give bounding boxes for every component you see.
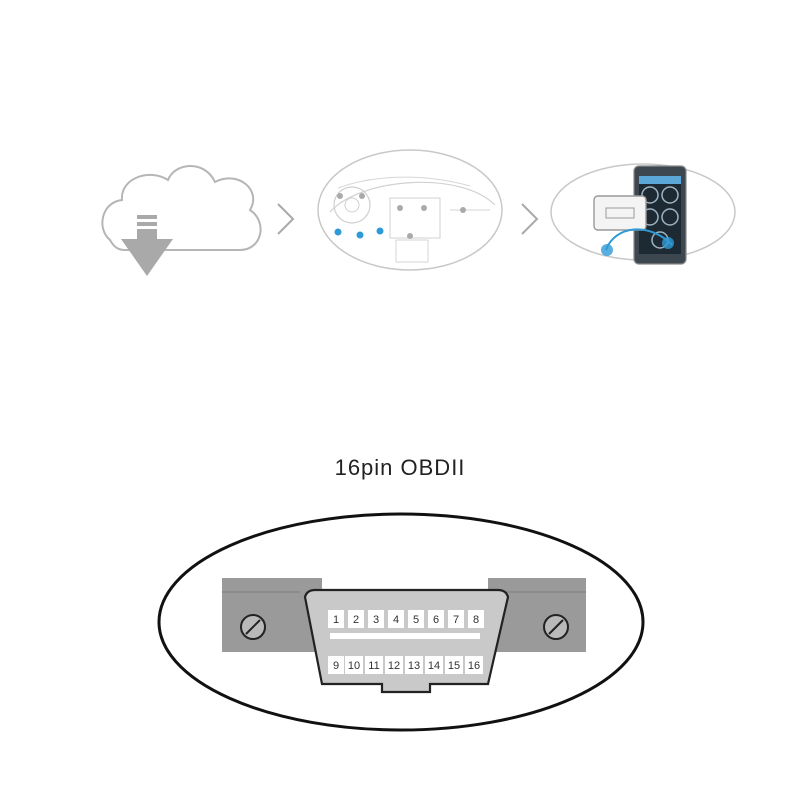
phone-obd-adapter-icon [550, 163, 736, 265]
pin-label: 10 [348, 660, 360, 672]
pin-label: 4 [393, 614, 399, 626]
pin-box [328, 610, 344, 628]
pin-label: 1 [333, 614, 339, 626]
pin-box [368, 610, 384, 628]
bottom-pin-row: 9 10 11 12 13 14 15 16 [328, 656, 483, 674]
pin-label: 2 [353, 614, 359, 626]
pin-label: 5 [413, 614, 419, 626]
pin-label: 7 [453, 614, 459, 626]
pin-label: 6 [433, 614, 439, 626]
pin-label: 8 [473, 614, 479, 626]
pin-label: 12 [388, 660, 400, 672]
pin-label: 15 [448, 660, 460, 672]
pin-box [448, 610, 464, 628]
pin-box [465, 656, 483, 674]
right-screw-icon [543, 614, 569, 640]
top-pin-row: 1 2 3 4 5 6 7 8 [328, 610, 484, 628]
chevron-right-icon [521, 203, 539, 235]
pin-label: 9 [333, 660, 339, 672]
pin-label: 13 [408, 660, 420, 672]
obd2-connector-diagram: 1 2 3 4 5 6 7 8 9 10 11 12 13 14 15 16 [157, 512, 645, 732]
pin-box [328, 656, 344, 674]
pin-box [408, 610, 424, 628]
setup-steps-illustration [101, 149, 736, 276]
pin-box [428, 610, 444, 628]
car-dashboard-icon [317, 149, 503, 271]
pin-box [365, 656, 383, 674]
cloud-download-icon [101, 165, 262, 276]
pin-label: 16 [468, 660, 480, 672]
connector-title: 16pin OBDII [334, 455, 466, 480]
pin-box [405, 656, 423, 674]
pin-label: 14 [428, 660, 440, 672]
connector-body [303, 588, 510, 694]
left-screw-icon [240, 614, 266, 640]
pin-label: 11 [368, 660, 379, 672]
pin-row-divider [330, 633, 480, 639]
pin-box [425, 656, 443, 674]
pin-label: 3 [373, 614, 379, 626]
pin-box [345, 656, 363, 674]
pin-box [385, 656, 403, 674]
chevron-right-icon [277, 203, 295, 235]
pin-box [348, 610, 364, 628]
pin-box [468, 610, 484, 628]
pin-box [388, 610, 404, 628]
connector-outline-ellipse [157, 512, 645, 732]
pin-box [445, 656, 463, 674]
left-mounting-flange [222, 578, 322, 652]
